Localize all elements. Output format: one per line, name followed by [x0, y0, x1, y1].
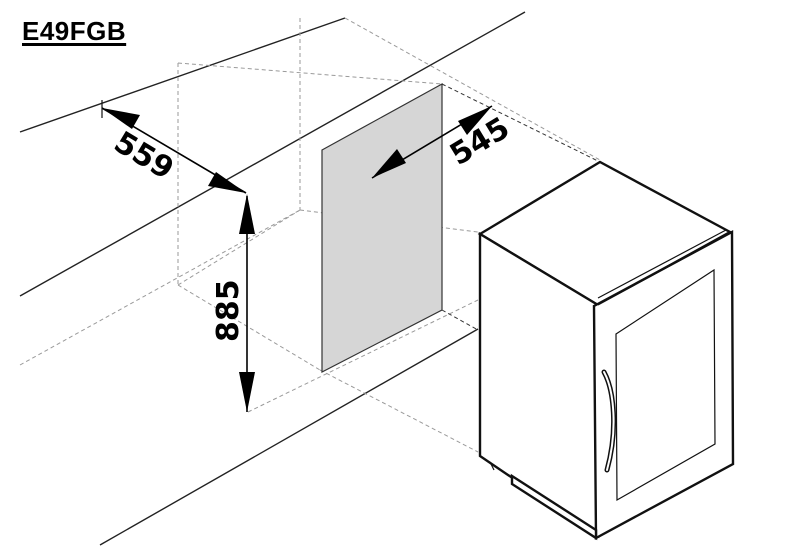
countertop-outline [19, 11, 526, 546]
cavity-guides [19, 17, 601, 453]
door-glass [615, 268, 716, 502]
height-label: 885 [211, 279, 246, 342]
cooler-plinth [510, 473, 598, 541]
width-dimension: 559 [101, 100, 247, 194]
width-label: 559 [108, 125, 180, 187]
height-dimension: 885 [211, 194, 255, 412]
model-title: E49FGB [22, 16, 127, 46]
wine-cooler [477, 160, 735, 541]
back-panel [321, 82, 443, 373]
